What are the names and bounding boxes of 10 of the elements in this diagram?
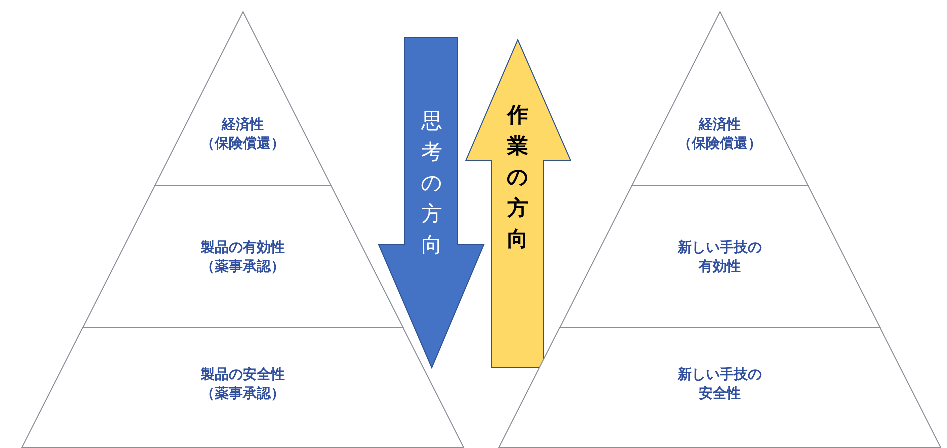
arrow-label: 思考の方向 xyxy=(421,108,443,259)
band-label: 経済性（保険償還） xyxy=(678,116,762,154)
block-pointer xyxy=(379,38,484,368)
block-pointer xyxy=(466,40,571,368)
band-label: 経済性（保険償還） xyxy=(200,116,285,154)
band-label: 製品の有効性（薬事承認） xyxy=(200,239,285,277)
band-label: 製品の安全性（薬事承認） xyxy=(200,366,285,404)
band-label: 新しい手技の有効性 xyxy=(678,239,762,277)
arrow-label: 作業の方向 xyxy=(507,102,529,253)
band-label: 新しい手技の安全性 xyxy=(678,366,762,404)
